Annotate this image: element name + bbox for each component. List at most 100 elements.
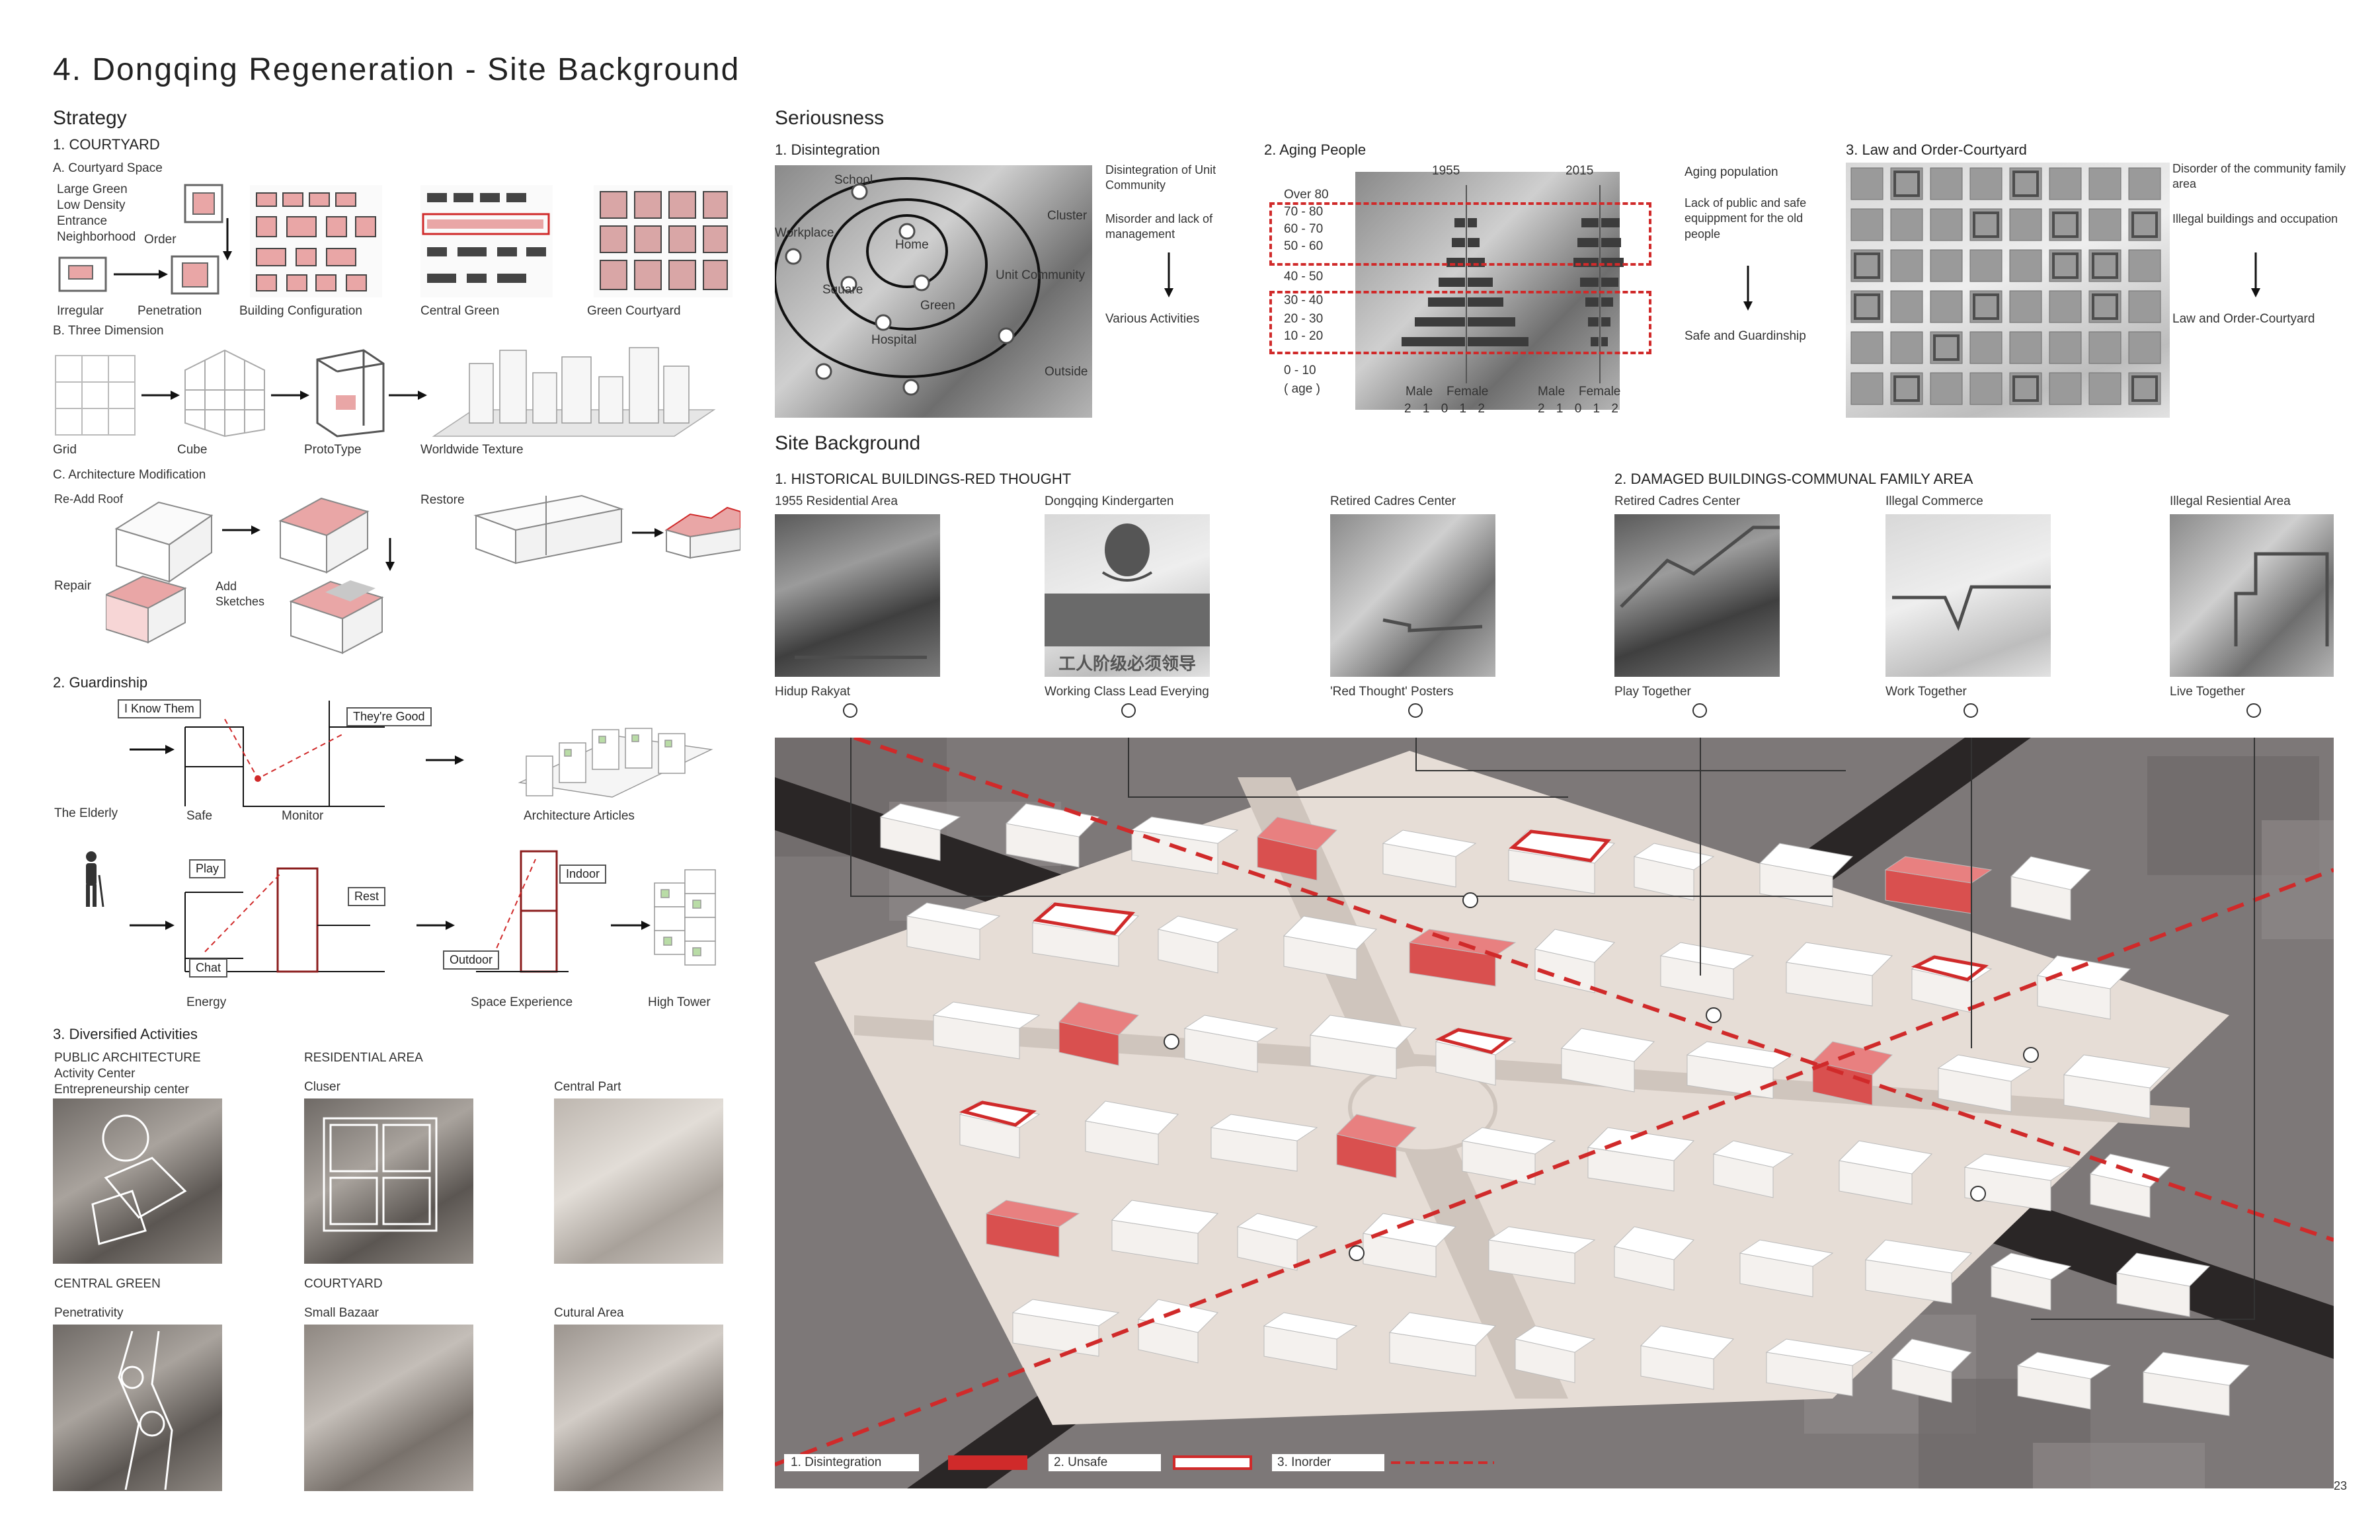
- safe-label: Safe: [186, 809, 213, 823]
- rest-tag: Rest: [348, 887, 386, 906]
- disorder-courtyard-highlight: [2092, 252, 2118, 279]
- legend-unsafe: 2. Unsafe: [1054, 1455, 1108, 1469]
- courtyard-block: [2009, 208, 2042, 241]
- public-architecture-label: PUBLIC ARCHITECTURE: [54, 1051, 201, 1065]
- year-1955: 1955: [1432, 164, 1460, 178]
- courtyard-block: [1930, 372, 1963, 405]
- building-roof: [1488, 1226, 1596, 1254]
- courtyard-block: [1930, 167, 1963, 200]
- building-roof: [1587, 1127, 1695, 1161]
- courtyard-block: [1850, 167, 1884, 200]
- building-roof: [1891, 1338, 1972, 1373]
- page-title: 4. Dongqing Regeneration - Site Backgrou…: [53, 52, 740, 87]
- building-roof: [1765, 1338, 1874, 1366]
- disorder-courtyard-highlight: [1893, 375, 1920, 402]
- aging-note-2: Lack of public and safe equippment for t…: [1685, 196, 1807, 241]
- ring-school: School: [834, 173, 873, 187]
- building-roof: [1739, 1239, 1834, 1267]
- disintegration-heading: 1. Disintegration: [775, 141, 880, 158]
- the-elderly-label: The Elderly: [54, 806, 118, 820]
- indoor-tag: Indoor: [559, 865, 607, 884]
- aging-youth-highlight: [1269, 291, 1651, 354]
- add-sketches-label: Add Sketches: [216, 580, 265, 609]
- building-roof: [1031, 902, 1140, 937]
- small-bazaar-label: Small Bazaar: [304, 1306, 379, 1320]
- ring-green: Green: [920, 299, 955, 313]
- building-roof: [1514, 1325, 1596, 1353]
- photo-2-top: Dongqing Kindergarten: [1045, 494, 1174, 508]
- building-roof: [2142, 1352, 2250, 1386]
- photo-1-marker: [843, 703, 857, 718]
- building-roof: [2063, 1054, 2171, 1089]
- high-tower-label: High Tower: [648, 995, 711, 1009]
- blurred-block: [2033, 1443, 2205, 1488]
- building-roof: [1507, 829, 1616, 864]
- elderly-person-icon: [86, 851, 104, 907]
- courtyard-block: [2009, 331, 2042, 364]
- disorder-courtyard-highlight: [2052, 212, 2079, 238]
- courtyard-block: [2128, 249, 2161, 282]
- photo-6-top: Illegal Resiential Area: [2170, 494, 2291, 508]
- building-roof: [1614, 1226, 1694, 1260]
- year-2015: 2015: [1566, 164, 1594, 178]
- inorder-outline: [1911, 955, 1989, 982]
- disorder-courtyard-highlight: [1933, 334, 1960, 361]
- inorder-outline: [1509, 829, 1611, 863]
- building-roof: [1759, 843, 1854, 877]
- disintegration-arrow: [1164, 252, 1173, 297]
- building-roof: [1864, 1239, 1973, 1274]
- male-label-a: Male: [1406, 385, 1433, 399]
- aging-elderly-highlight: [1269, 202, 1651, 266]
- disorder-courtyard-highlight: [1973, 212, 1999, 238]
- energy-label: Energy: [186, 995, 227, 1009]
- cluser-model-photo: [304, 1098, 473, 1264]
- photo-2-bottom: Working Class Lead Everying: [1045, 685, 1209, 699]
- male-label-b: Male: [1538, 385, 1566, 399]
- law-note-1: Disorder of the community family area: [2172, 162, 2346, 191]
- courtyard-plans: [250, 185, 733, 297]
- inorder-outline: [1033, 902, 1135, 935]
- site-model-map: [775, 738, 2334, 1488]
- legend-disintegration-swatch: [948, 1455, 1027, 1470]
- a-list-2: Low Density: [57, 198, 126, 212]
- photo-1-bottom: Hidup Rakyat: [775, 685, 851, 699]
- disorder-courtyard-highlight: [2131, 212, 2158, 238]
- courtyard-block: [1890, 208, 1923, 241]
- disintegration-aerial-photo: [775, 165, 1092, 418]
- building-roof: [1130, 816, 1239, 844]
- disorder-courtyard-highlight: [2012, 375, 2039, 402]
- age-unit: ( age ): [1284, 382, 1320, 396]
- worldwide-texture-label: Worldwide Texture: [420, 443, 524, 457]
- site-marker: [1164, 1034, 1179, 1050]
- building-roof: [1058, 1001, 1139, 1036]
- courtyard-block: [2009, 249, 2042, 282]
- architecture-modification-diagram: [106, 494, 740, 654]
- law-note-3: Law and Order-Courtyard: [2172, 312, 2315, 326]
- law-courtyard-grid: [1846, 163, 2170, 418]
- ring-unit-community: Unit Community: [996, 268, 1086, 282]
- space-experience-label: Space Experience: [471, 995, 573, 1009]
- irregular-label: Irregular: [57, 304, 104, 318]
- courtyard-block: [2088, 372, 2122, 405]
- seriousness-heading: Seriousness: [775, 107, 885, 129]
- courtyard-space-label: A. Courtyard Space: [53, 161, 163, 175]
- building-roof: [1686, 1041, 1794, 1069]
- courtyard-block: [1969, 331, 2003, 364]
- disorder-courtyard-highlight: [2092, 293, 2118, 320]
- disorder-courtyard-highlight: [1854, 293, 1880, 320]
- restore-label: Restore: [420, 493, 465, 507]
- three-dimension-label: B. Three Dimension: [53, 324, 164, 338]
- photo-5-top: Illegal Commerce: [1885, 494, 1983, 508]
- law-arrow: [2251, 252, 2260, 297]
- architecture-modification-label: C. Architecture Modification: [53, 468, 206, 482]
- chat-tag: Chat: [189, 958, 228, 978]
- building-roof: [1084, 1100, 1179, 1135]
- building-roof: [1659, 942, 1755, 970]
- building-roof: [1257, 816, 1337, 851]
- kindergarten-poster-photo: 工人阶级必须领导: [1045, 514, 1210, 677]
- central-part-model-photo: [554, 1098, 723, 1264]
- building-roof: [1362, 1213, 1457, 1247]
- building-roof: [2036, 955, 2131, 989]
- building-roof: [1283, 915, 1378, 950]
- legend-disintegration-box: [784, 1454, 919, 1471]
